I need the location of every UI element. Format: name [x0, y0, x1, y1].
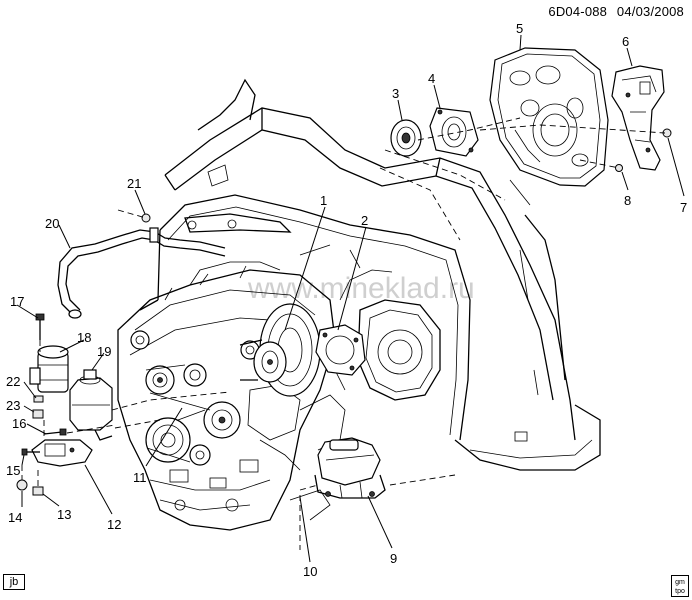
- callout-20: 20: [45, 216, 59, 231]
- watermark-text: www.mineklad.ru: [247, 272, 475, 305]
- clip-21: [141, 213, 151, 223]
- callout-16: 16: [12, 416, 26, 431]
- gm-logo: gm tpo: [671, 575, 689, 597]
- coolant-reservoir: [69, 369, 113, 441]
- booster-gasket: [315, 324, 366, 376]
- grommet-4: [429, 107, 479, 157]
- bolt-15: [21, 448, 40, 456]
- callout-14: 14: [8, 510, 22, 525]
- bolt-22: [33, 395, 44, 403]
- callout-15: 15: [6, 463, 20, 478]
- diagram-date: 04/03/2008: [616, 4, 684, 19]
- callout-19: 19: [97, 344, 111, 359]
- callout-2: 2: [361, 213, 368, 228]
- grommet-3: [390, 119, 422, 157]
- dash-insulator-panel: [489, 47, 609, 187]
- callout-8: 8: [624, 193, 631, 208]
- callout-13: 13: [57, 507, 71, 522]
- callout-21: 21: [127, 176, 141, 191]
- bolt-23: [32, 409, 44, 419]
- nut-13: [32, 486, 44, 496]
- nut-8: [615, 164, 623, 172]
- callout-4: 4: [428, 71, 435, 86]
- callout-18: 18: [77, 330, 91, 345]
- callout-9: 9: [390, 551, 397, 566]
- callout-10: 10: [303, 564, 317, 579]
- callout-12: 12: [107, 517, 121, 532]
- pedal-bracket: [611, 65, 665, 171]
- aux-vacuum-pump: [29, 345, 69, 393]
- corner-tag: jb: [3, 574, 25, 590]
- bolt-16: [43, 428, 67, 436]
- gm-logo-line2: tpo: [675, 588, 685, 595]
- callout-labels: 1 2 3 4 5 6 7 8 9 10 11 12 13 14 15 16 1…: [6, 21, 687, 579]
- gm-logo-line1: gm: [675, 579, 685, 586]
- master-cylinder: [314, 437, 386, 499]
- callout-23: 23: [6, 398, 20, 413]
- callout-7: 7: [680, 200, 687, 215]
- callout-11: 11: [133, 470, 147, 485]
- callout-6: 6: [622, 34, 629, 49]
- vacuum-hose: [57, 227, 226, 319]
- assembly-lines: [21, 117, 666, 550]
- nut-14: [16, 479, 28, 491]
- callout-22: 22: [6, 374, 20, 389]
- callout-17: 17: [10, 294, 24, 309]
- diagram-code: 6D04-088: [548, 4, 608, 19]
- firewall-structure: [139, 78, 601, 471]
- callout-3: 3: [392, 86, 399, 101]
- reservoir-bracket: [31, 439, 93, 467]
- leader-lines: [16, 34, 685, 563]
- callout-1: 1: [320, 193, 327, 208]
- diagram-header: 6D04-088 04/03/2008: [542, 4, 684, 19]
- callout-5: 5: [516, 21, 523, 36]
- engine-assembly: [117, 261, 346, 531]
